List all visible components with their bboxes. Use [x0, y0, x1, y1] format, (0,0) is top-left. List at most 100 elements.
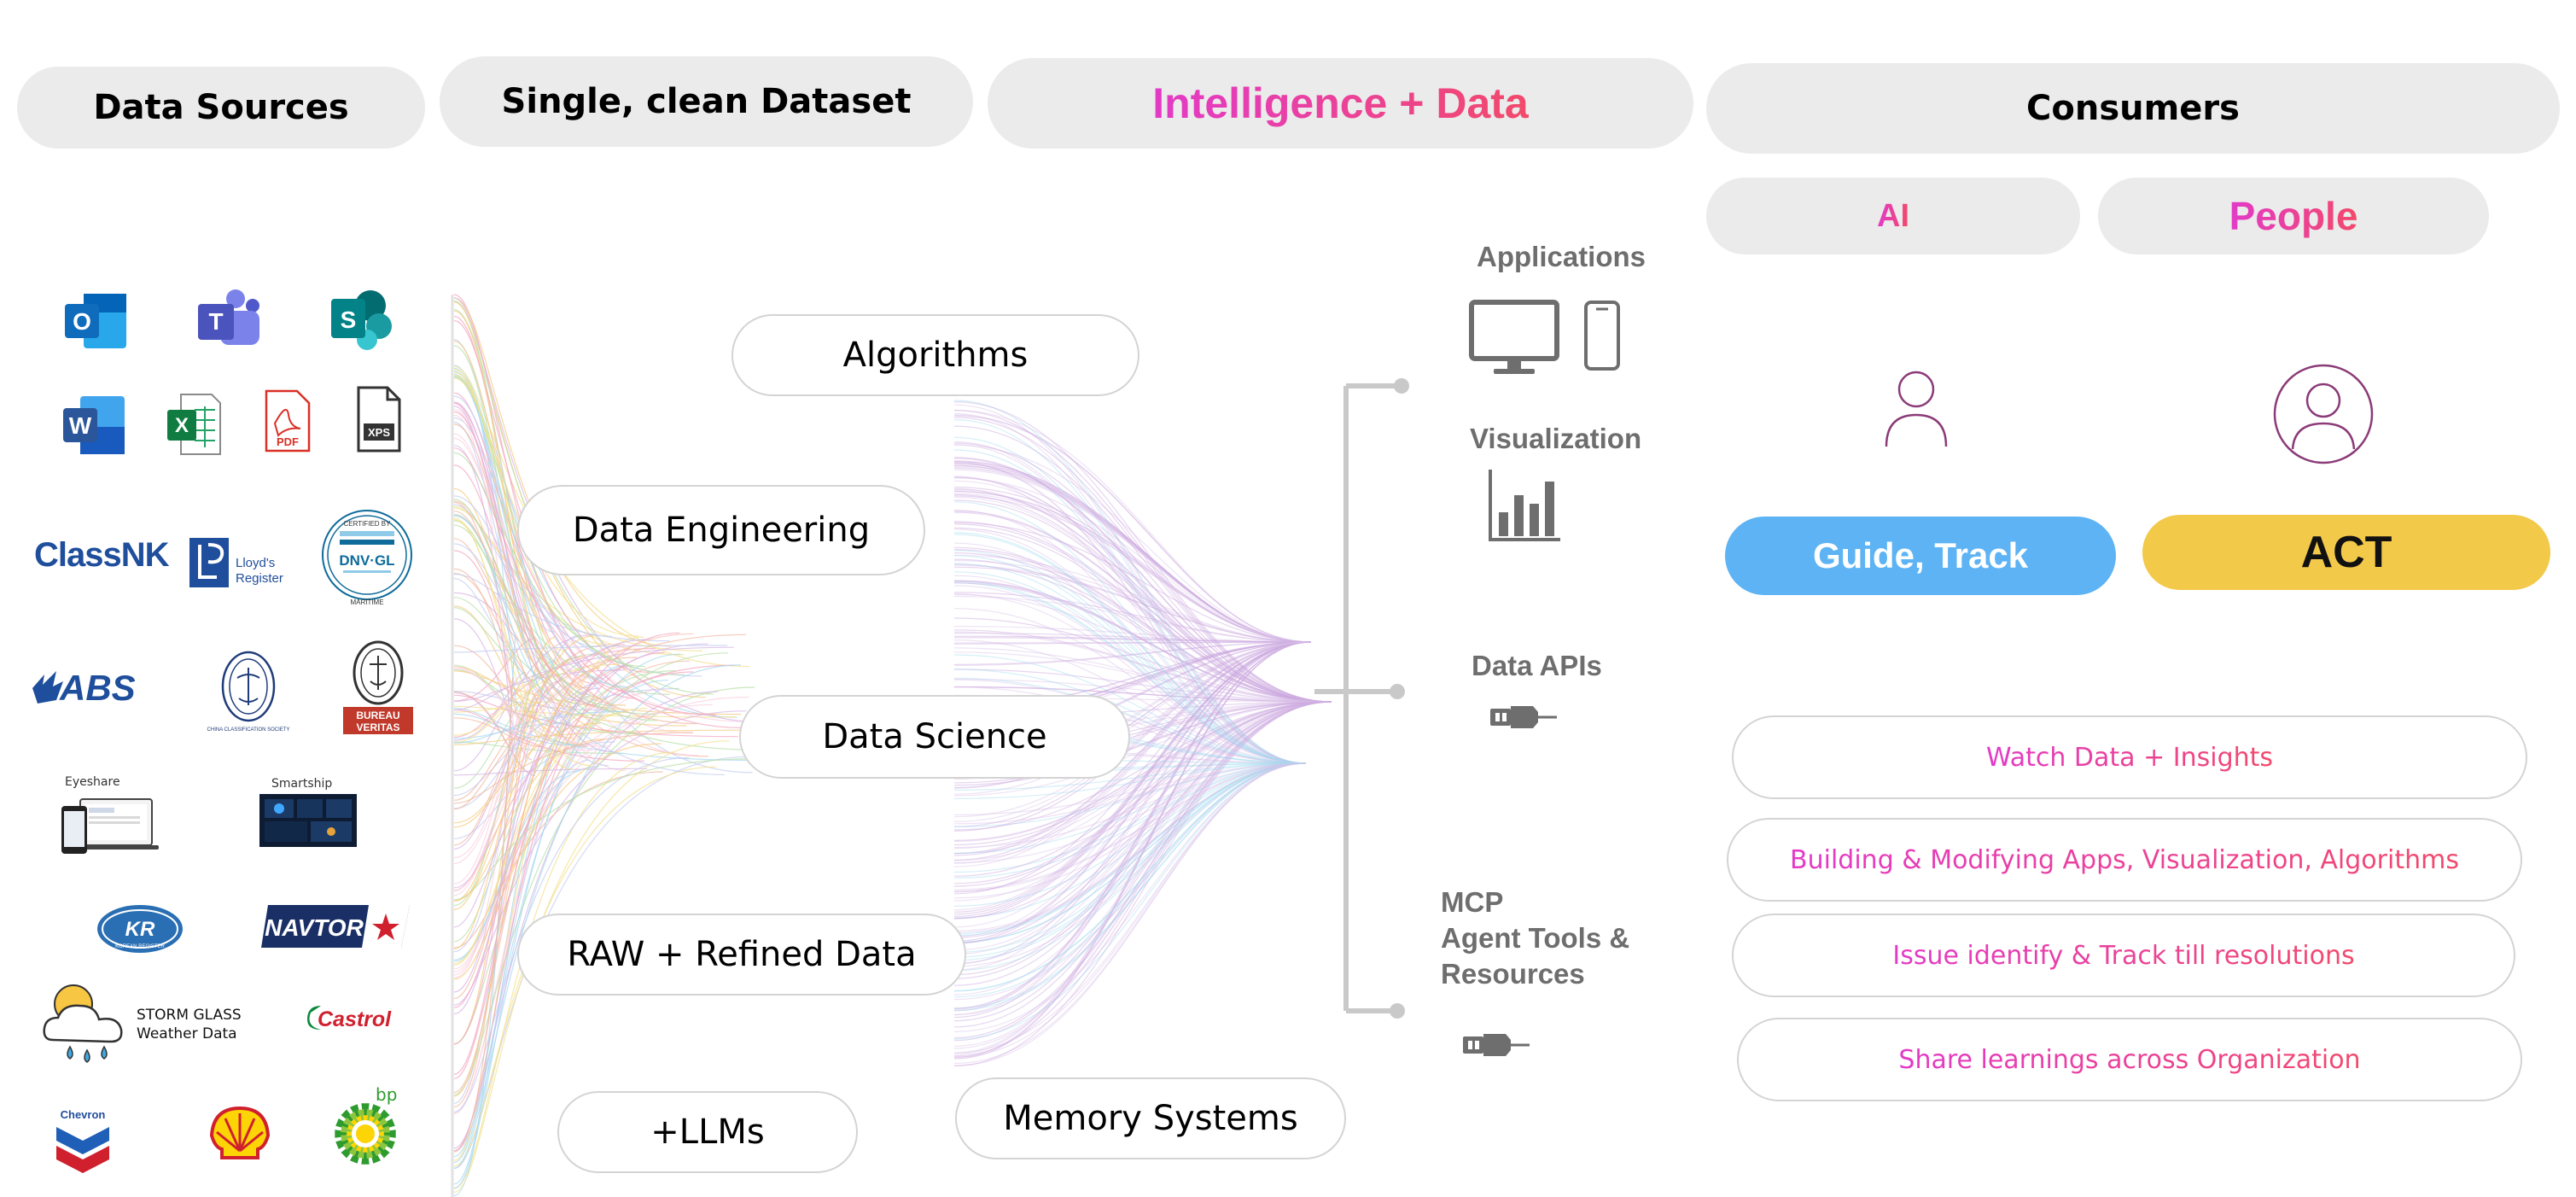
- weave-line: [953, 762, 1307, 1058]
- weave-line: [953, 401, 1332, 703]
- weave-line: [953, 641, 1312, 1012]
- weave-line: [953, 499, 1332, 703]
- node-data-science: Data Science: [739, 695, 1130, 779]
- consumer-people-label: People: [2229, 194, 2358, 238]
- weave-line: [953, 641, 1312, 855]
- weave-line: [953, 639, 1307, 764]
- weave-line: [953, 534, 1307, 764]
- bracket-node-apps: [1394, 378, 1409, 394]
- weave-line: [953, 701, 1332, 1057]
- node-raw-refined: RAW + Refined Data: [517, 914, 966, 996]
- weave-line: [953, 532, 1307, 764]
- weave-line: [953, 762, 1307, 992]
- fan-line: [453, 666, 592, 751]
- weave-line: [953, 641, 1312, 645]
- weave-line: [953, 425, 1332, 703]
- fan-line: [453, 572, 574, 709]
- svg-text:Register: Register: [236, 571, 283, 586]
- weave-line: [953, 436, 1307, 764]
- weave-line: [953, 701, 1332, 951]
- consumer-ai-pill: AI: [1706, 178, 2080, 254]
- fan-line: [453, 680, 668, 1164]
- weave-line: [953, 626, 1312, 643]
- fan-line: [453, 677, 514, 1153]
- weave-line: [953, 477, 1312, 643]
- svg-text:PDF: PDF: [277, 435, 299, 448]
- weave-line: [953, 762, 1307, 1040]
- svg-text:DNV·GL: DNV·GL: [339, 552, 394, 569]
- svg-text:Lloyd's: Lloyd's: [236, 556, 275, 570]
- fan-line: [453, 488, 614, 733]
- weave-line: [953, 701, 1332, 843]
- header-intelligence-label: Intelligence + Data: [1152, 79, 1529, 127]
- weave-line: [953, 476, 1332, 703]
- output-mcp-line1: MCP: [1441, 886, 1504, 918]
- fan-line: [453, 597, 655, 715]
- fan-line: [453, 689, 530, 978]
- weave-line: [953, 762, 1307, 954]
- weave-line: [953, 461, 1307, 764]
- weave-line: [953, 762, 1307, 931]
- activity-watch: Watch Data + Insights: [1732, 715, 2527, 799]
- fan-line: [453, 663, 620, 744]
- weave-line: [953, 762, 1307, 943]
- svg-text:W: W: [69, 412, 92, 439]
- fan-line: [453, 411, 596, 706]
- people-person-icon: [2273, 364, 2374, 464]
- weave-line: [953, 585, 1307, 764]
- smartship-dashboard-icon: [259, 794, 357, 847]
- weave-line: [953, 701, 1332, 944]
- weave-line: [953, 762, 1307, 791]
- weave-line: [953, 641, 1312, 1060]
- fan-line: [453, 653, 681, 1189]
- model-weave-lines: [953, 400, 1332, 1066]
- weave-line: [953, 701, 1332, 893]
- activity-build-label: Building & Modifying Apps, Visualization…: [1790, 844, 2459, 875]
- fan-line: [453, 671, 694, 1008]
- weave-line: [953, 701, 1332, 979]
- weave-line: [953, 460, 1312, 643]
- fan-line: [453, 423, 551, 680]
- header-consumers-label: Consumers: [2026, 89, 2240, 128]
- weave-line: [953, 523, 1332, 703]
- weave-line: [953, 555, 1307, 764]
- weave-line: [953, 762, 1307, 1065]
- fan-line: [453, 402, 743, 729]
- svg-text:X: X: [175, 414, 189, 437]
- pdf-icon: PDF: [265, 389, 311, 453]
- weave-line: [953, 762, 1307, 1011]
- fan-line: [453, 633, 693, 896]
- weave-line: [953, 476, 1307, 764]
- weave-line: [953, 701, 1332, 861]
- weave-line: [953, 701, 1332, 986]
- weave-line: [953, 571, 1307, 764]
- bracket-node-apis: [1390, 684, 1405, 699]
- weave-line: [953, 762, 1307, 1009]
- weave-line: [953, 762, 1307, 899]
- weave-line: [953, 617, 1332, 703]
- weave-line: [953, 669, 1307, 764]
- fan-line: [453, 607, 763, 751]
- weave-line: [953, 762, 1307, 890]
- activity-watch-label: Watch Data + Insights: [1985, 742, 2274, 773]
- weave-line: [953, 558, 1332, 703]
- weave-line: [953, 762, 1307, 919]
- weave-line: [953, 641, 1312, 965]
- weave-line: [953, 641, 1312, 644]
- weave-line: [953, 701, 1332, 1022]
- weave-line: [953, 701, 1332, 846]
- bureau-veritas-logo: BUREAU VERITAS: [343, 640, 413, 734]
- fan-line: [453, 653, 597, 789]
- node-raw-refined-label: RAW + Refined Data: [567, 935, 917, 974]
- weave-line: [953, 701, 1332, 1049]
- weave-line: [953, 641, 1312, 1054]
- weave-line: [953, 701, 1332, 786]
- weave-line: [953, 762, 1307, 1054]
- weave-line: [953, 641, 1312, 1009]
- fan-line: [453, 543, 603, 680]
- fan-line: [453, 664, 742, 1169]
- weave-line: [953, 400, 1307, 764]
- storm-glass-weather-icon: [43, 984, 123, 1063]
- weave-line: [953, 679, 1332, 703]
- weave-line: [953, 521, 1332, 703]
